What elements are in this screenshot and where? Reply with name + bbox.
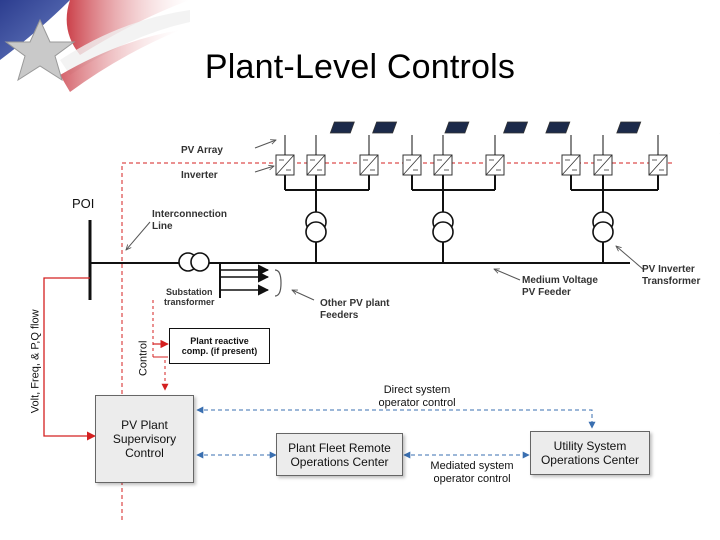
mediated-control-label: Mediated system operator control: [430, 460, 514, 485]
pv-inverter-transformer-icon: [592, 221, 614, 243]
pv-inverter-transformer-label: PV Inverter Transformer: [642, 264, 701, 287]
pv-inverter-transformer-icon: [432, 221, 454, 243]
reactive-comp-box: Plant reactive comp. (if present): [169, 328, 270, 364]
solar-panel-icon: [616, 121, 642, 134]
flag-star-logo: [0, 0, 190, 92]
poi-label: POI: [72, 196, 95, 211]
pv-array-label: PV Array: [181, 145, 223, 156]
control-label: Control: [137, 340, 150, 377]
other-feeders-label: Other PV plant Feeders: [320, 298, 390, 321]
interconnection-line-label: Interconnection Line: [152, 209, 228, 232]
solar-panel-icon: [444, 121, 470, 134]
medium-voltage-feeder-label: Medium Voltage PV Feeder: [522, 275, 598, 298]
inverter-label: Inverter: [181, 170, 218, 181]
solar-panel-icon: [545, 121, 571, 134]
substation-transformer-label: Substation transformer: [164, 287, 215, 308]
solar-panel-icon: [329, 121, 355, 134]
direct-control-label: Direct system operator control: [378, 384, 456, 409]
solar-panel-icon: [503, 121, 529, 134]
page-title: Plant-Level Controls: [204, 48, 516, 86]
substation-transformer-icon: [178, 252, 210, 272]
utility-ops-box: Utility System Operations Center: [530, 431, 650, 475]
direct-control-link: [196, 406, 596, 429]
solar-panel-icon: [372, 121, 398, 134]
supervisory-control-box: PV Plant Supervisory Control: [95, 395, 194, 483]
volt-freq-flow-label: Volt, Freq, & P,Q flow: [29, 309, 42, 414]
fleet-remote-ops-box: Plant Fleet Remote Operations Center: [276, 433, 403, 476]
pv-inverter-transformer-icon: [305, 221, 327, 243]
